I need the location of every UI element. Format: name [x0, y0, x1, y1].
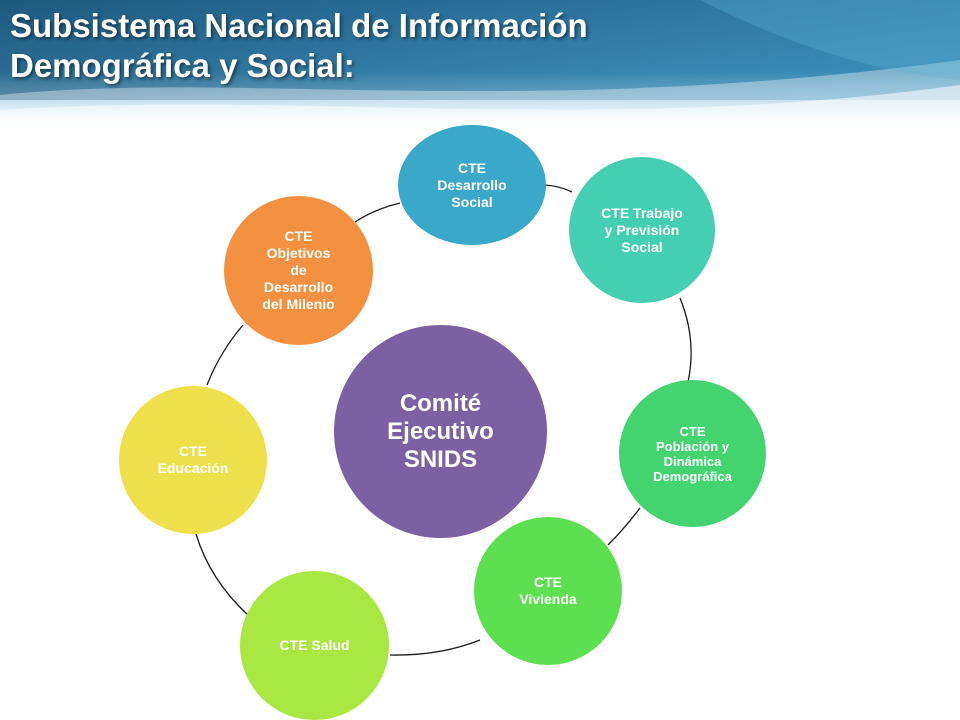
node-trabajo-prevision-label: CTE Trabajo y Previsión Social	[601, 204, 683, 255]
node-objetivos-milenio-label: CTE Objetivos de Desarrollo del Milenio	[262, 228, 335, 312]
connector-educacion-objetivos	[206, 324, 244, 386]
node-vivienda-label: CTE Vivienda	[519, 574, 577, 607]
node-educacion: CTE Educación	[119, 386, 267, 534]
node-poblacion-dinamica-label: CTE Población y Dinámica Demográfica	[653, 423, 732, 484]
page-title-line-1: Subsistema Nacional de Información	[10, 7, 588, 44]
header-banner: Subsistema Nacional de Información Demog…	[0, 0, 960, 130]
node-salud-label: CTE Salud	[279, 637, 350, 653]
connector-desarrollo-trabajo	[544, 184, 573, 193]
node-poblacion-dinamica: CTE Población y Dinámica Demográfica	[619, 380, 766, 527]
connector-objetivos-desarrollo	[354, 202, 401, 223]
node-objetivos-milenio: CTE Objetivos de Desarrollo del Milenio	[224, 196, 373, 345]
node-educacion-label: CTE Educación	[157, 443, 229, 476]
node-vivienda: CTE Vivienda	[474, 517, 622, 665]
node-desarrollo-social: CTE Desarrollo Social	[398, 125, 546, 245]
node-trabajo-prevision: CTE Trabajo y Previsión Social	[569, 157, 715, 303]
connector-poblacion-vivienda	[607, 507, 641, 546]
connector-trabajo-poblacion	[679, 297, 692, 383]
node-comite-ejecutivo: Comité Ejecutivo SNIDS	[334, 325, 547, 538]
connector-salud-educacion	[195, 533, 249, 616]
node-comite-ejecutivo-label: Comité Ejecutivo SNIDS	[387, 389, 494, 473]
connector-vivienda-salud	[389, 639, 481, 656]
page-title-line-2: Demográfica y Social:	[10, 47, 355, 84]
node-salud: CTE Salud	[240, 571, 389, 720]
node-desarrollo-social-label: CTE Desarrollo Social	[437, 159, 507, 210]
header-background	[0, 0, 960, 130]
page-title: Subsistema Nacional de Información Demog…	[10, 6, 588, 86]
